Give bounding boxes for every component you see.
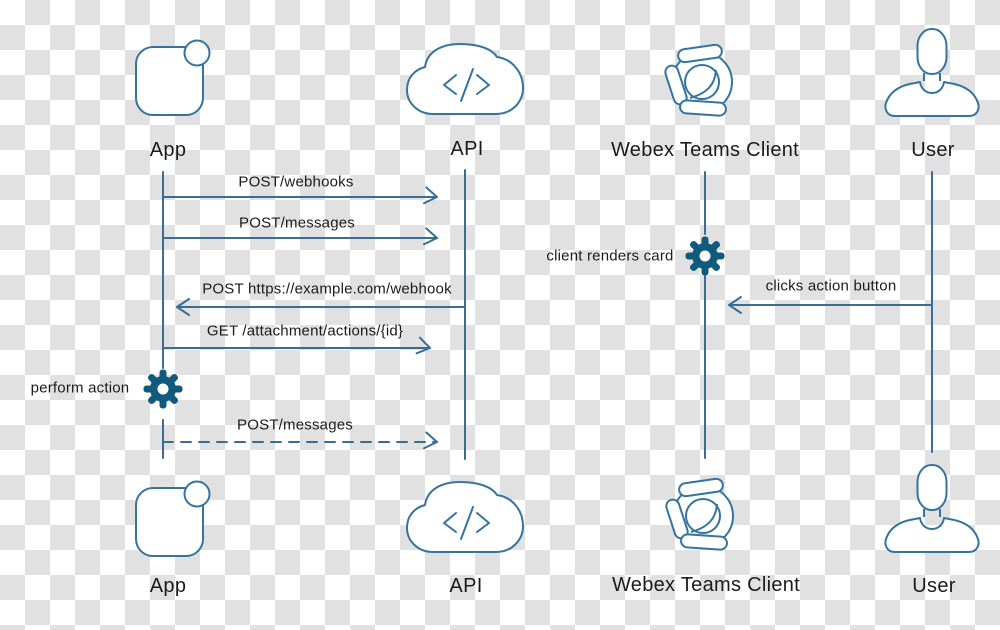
api-icon-bottom: [406, 481, 524, 553]
message-label-perform-action: perform action: [30, 379, 130, 397]
message-label-get-attachment: GET /attachment/actions/{id}: [206, 322, 404, 340]
user-icon-top: [884, 28, 980, 117]
node-label-webex-bottom: Webex Teams Client: [611, 574, 801, 596]
app-icon-bottom: [135, 480, 211, 557]
gear-icon-perform-action: [143, 369, 183, 409]
node-label-user-top: User: [911, 139, 955, 161]
node-label-app-bottom: App: [149, 575, 187, 597]
gear-icon-client-renders-card: [685, 236, 725, 276]
node-label-user-bottom: User: [912, 575, 956, 597]
webex-teams-icon-top: [662, 43, 733, 118]
arrow-post-messages-dashed: [162, 431, 438, 450]
webex-teams-icon-bottom: [663, 477, 734, 552]
node-label-app-top: App: [149, 139, 187, 161]
arrow-clicks-action-button: [728, 296, 933, 314]
app-icon-top: [135, 39, 211, 116]
message-label-client-renders-card: client renders card: [546, 247, 674, 265]
api-icon-top: [406, 43, 524, 115]
arrow-post-messages: [162, 227, 438, 246]
node-label-api-bottom: API: [449, 575, 483, 597]
arrow-post-webhooks: [162, 186, 438, 205]
message-label-post-webhooks: POST/webhooks: [238, 173, 354, 191]
arrow-post-webhook-url: [176, 298, 466, 316]
message-label-post-messages: POST/messages: [239, 214, 355, 232]
message-label-post-messages-dashed: POST/messages: [237, 416, 353, 434]
message-label-post-webhook-url: POST https://example.com/webhook: [202, 280, 452, 298]
message-label-clicks-action-button: clicks action button: [765, 277, 897, 295]
user-icon-bottom: [884, 464, 980, 553]
arrow-get-attachment: [162, 336, 431, 355]
node-label-webex-top: Webex Teams Client: [610, 139, 800, 161]
node-label-api-top: API: [450, 138, 484, 160]
